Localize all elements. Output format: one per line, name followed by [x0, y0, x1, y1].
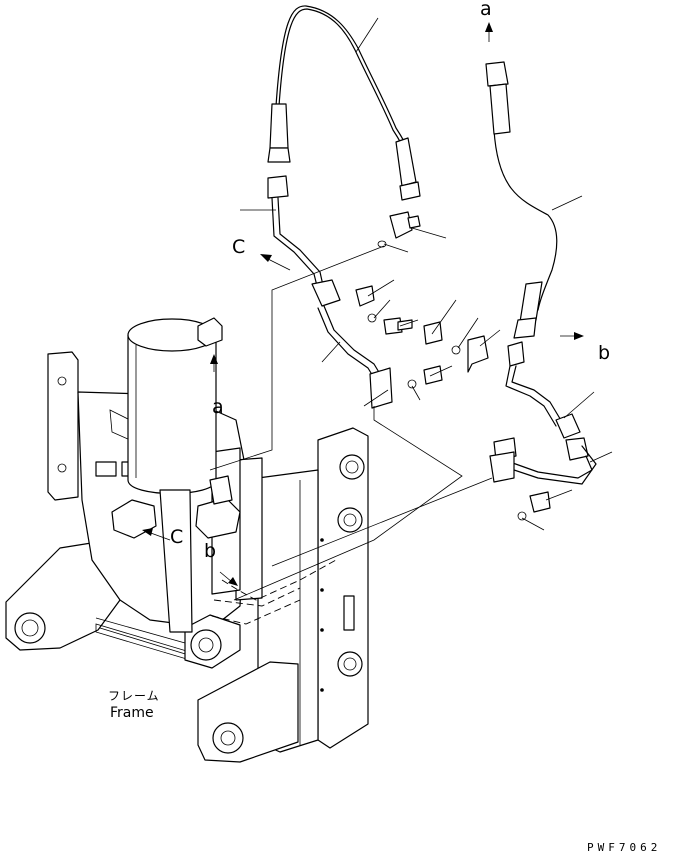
hose-a-upper [267, 5, 421, 201]
callout-c-frame: C [170, 526, 184, 548]
leader-lines [209, 17, 613, 601]
callout-c-top: C [232, 236, 246, 258]
drawing-id: PWF7062 [587, 841, 662, 854]
arrow-c-frame-icon [142, 528, 153, 536]
tube-c [267, 175, 381, 379]
direction-arrows [142, 22, 584, 586]
hardware [355, 211, 551, 521]
frame-label-en: Frame [110, 705, 154, 721]
projection-lines [211, 559, 337, 625]
callout-b-frame: b [204, 540, 217, 562]
arrow-a-top-icon [485, 22, 493, 32]
hose-a-right [485, 61, 558, 339]
arrow-b-right-icon [574, 332, 584, 340]
callout-a-side: a [212, 396, 224, 418]
frame-label-jp: フレーム [108, 689, 160, 703]
arrow-b-frame-icon [228, 577, 238, 586]
callout-a-top: a [480, 0, 492, 20]
frame-assembly [5, 317, 369, 763]
tube-b [489, 341, 597, 485]
arrow-c-top-icon [260, 254, 272, 262]
callout-b-right: b [598, 342, 611, 364]
arrow-a-side-icon [210, 354, 218, 364]
